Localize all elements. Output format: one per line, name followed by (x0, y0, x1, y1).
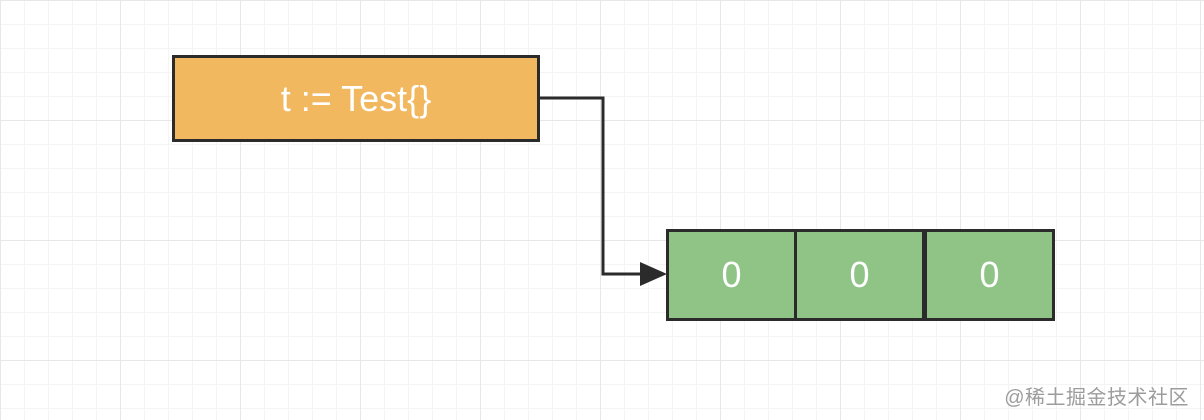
array-cell-value: 0 (721, 254, 742, 295)
array-cell-1: 0 (666, 229, 797, 321)
struct-assignment-box: t := Test{} (172, 55, 540, 142)
array-cell-3: 0 (924, 229, 1055, 321)
struct-assignment-label: t := Test{} (280, 77, 432, 119)
site-watermark: @稀土掘金技术社区 (1004, 387, 1189, 409)
array-cell-2: 0 (794, 229, 925, 321)
array-cell-value: 0 (979, 254, 1000, 295)
array-cell-value: 0 (849, 254, 870, 295)
